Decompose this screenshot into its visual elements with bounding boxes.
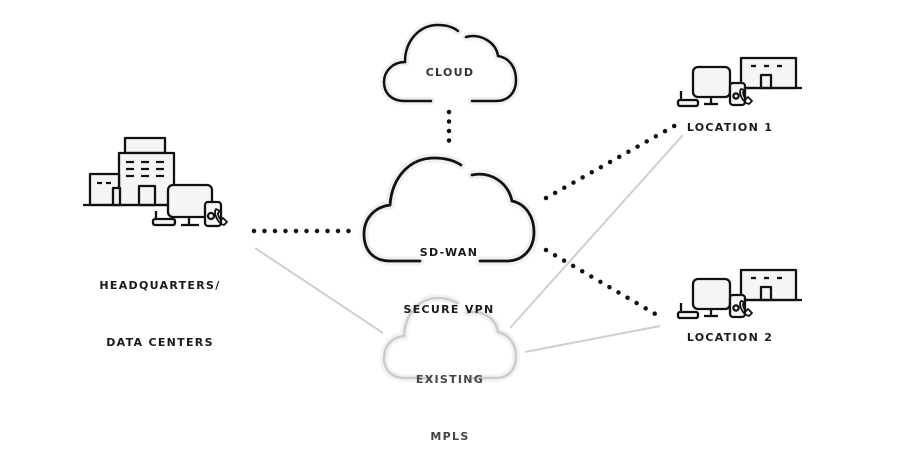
- mpls-links: [254, 134, 684, 353]
- vpn-links: [251, 109, 679, 318]
- cloud-label: CLOUD: [425, 66, 475, 79]
- mpls-label-line2: MPLS: [430, 430, 470, 443]
- sdwan-label-line2: SECURE VPN: [403, 303, 495, 316]
- location-2-icon: [676, 268, 802, 320]
- location-2-label: LOCATION 2: [686, 331, 774, 344]
- hq-label: HEADQUARTERS/ DATA CENTERS: [85, 238, 235, 371]
- location-1-label: LOCATION 1: [686, 121, 774, 134]
- network-diagram: [83, 20, 802, 382]
- hq-label-line2: DATA CENTERS: [106, 336, 214, 349]
- location-1-icon: [676, 56, 802, 108]
- mpls-label: EXISTING MPLS: [400, 332, 500, 465]
- sdwan-cloud-icon: [359, 153, 539, 266]
- headquarters-icon: [83, 136, 228, 228]
- hq-label-line1: HEADQUARTERS/: [99, 279, 221, 292]
- sdwan-label: SD-WAN SECURE VPN: [389, 205, 509, 338]
- mpls-cloud-icon: [379, 293, 521, 382]
- cloud-icon: [379, 20, 521, 105]
- sdwan-label-line1: SD-WAN: [419, 246, 479, 259]
- mpls-label-line1: EXISTING: [415, 373, 485, 386]
